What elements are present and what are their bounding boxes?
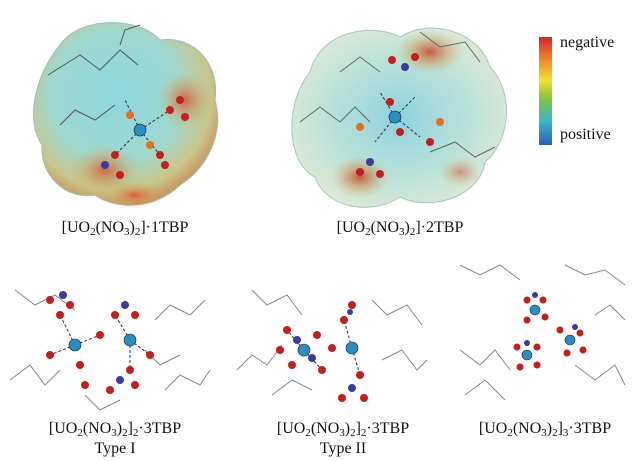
structure-dimer-type2 [236, 289, 428, 402]
caption-dimer-type2: [UO2(NO3)2]2·3TBP [276, 420, 410, 439]
caption-1tbp: [UO2(NO3)2]·1TBP [61, 219, 189, 238]
structure-dimer-type1 [9, 289, 211, 411]
caption-dimer-type1: [UO2(NO3)2]2·3TBP [48, 420, 182, 439]
esp-surface-2tbp [291, 27, 507, 208]
legend-positive-label: positive [560, 126, 611, 143]
caption-2tbp: [UO2(NO3)2]·2TBP [336, 219, 464, 238]
esp-surface-1tbp [33, 22, 219, 209]
structure-trimer [459, 264, 626, 401]
caption-trimer: [UO2(NO3)2]3·3TBP [478, 420, 612, 439]
legend-negative-label: negative [560, 34, 615, 51]
type-label-1: Type I [94, 440, 136, 457]
type-label-2: Type II [319, 440, 367, 457]
color-scale-bar [539, 37, 552, 145]
